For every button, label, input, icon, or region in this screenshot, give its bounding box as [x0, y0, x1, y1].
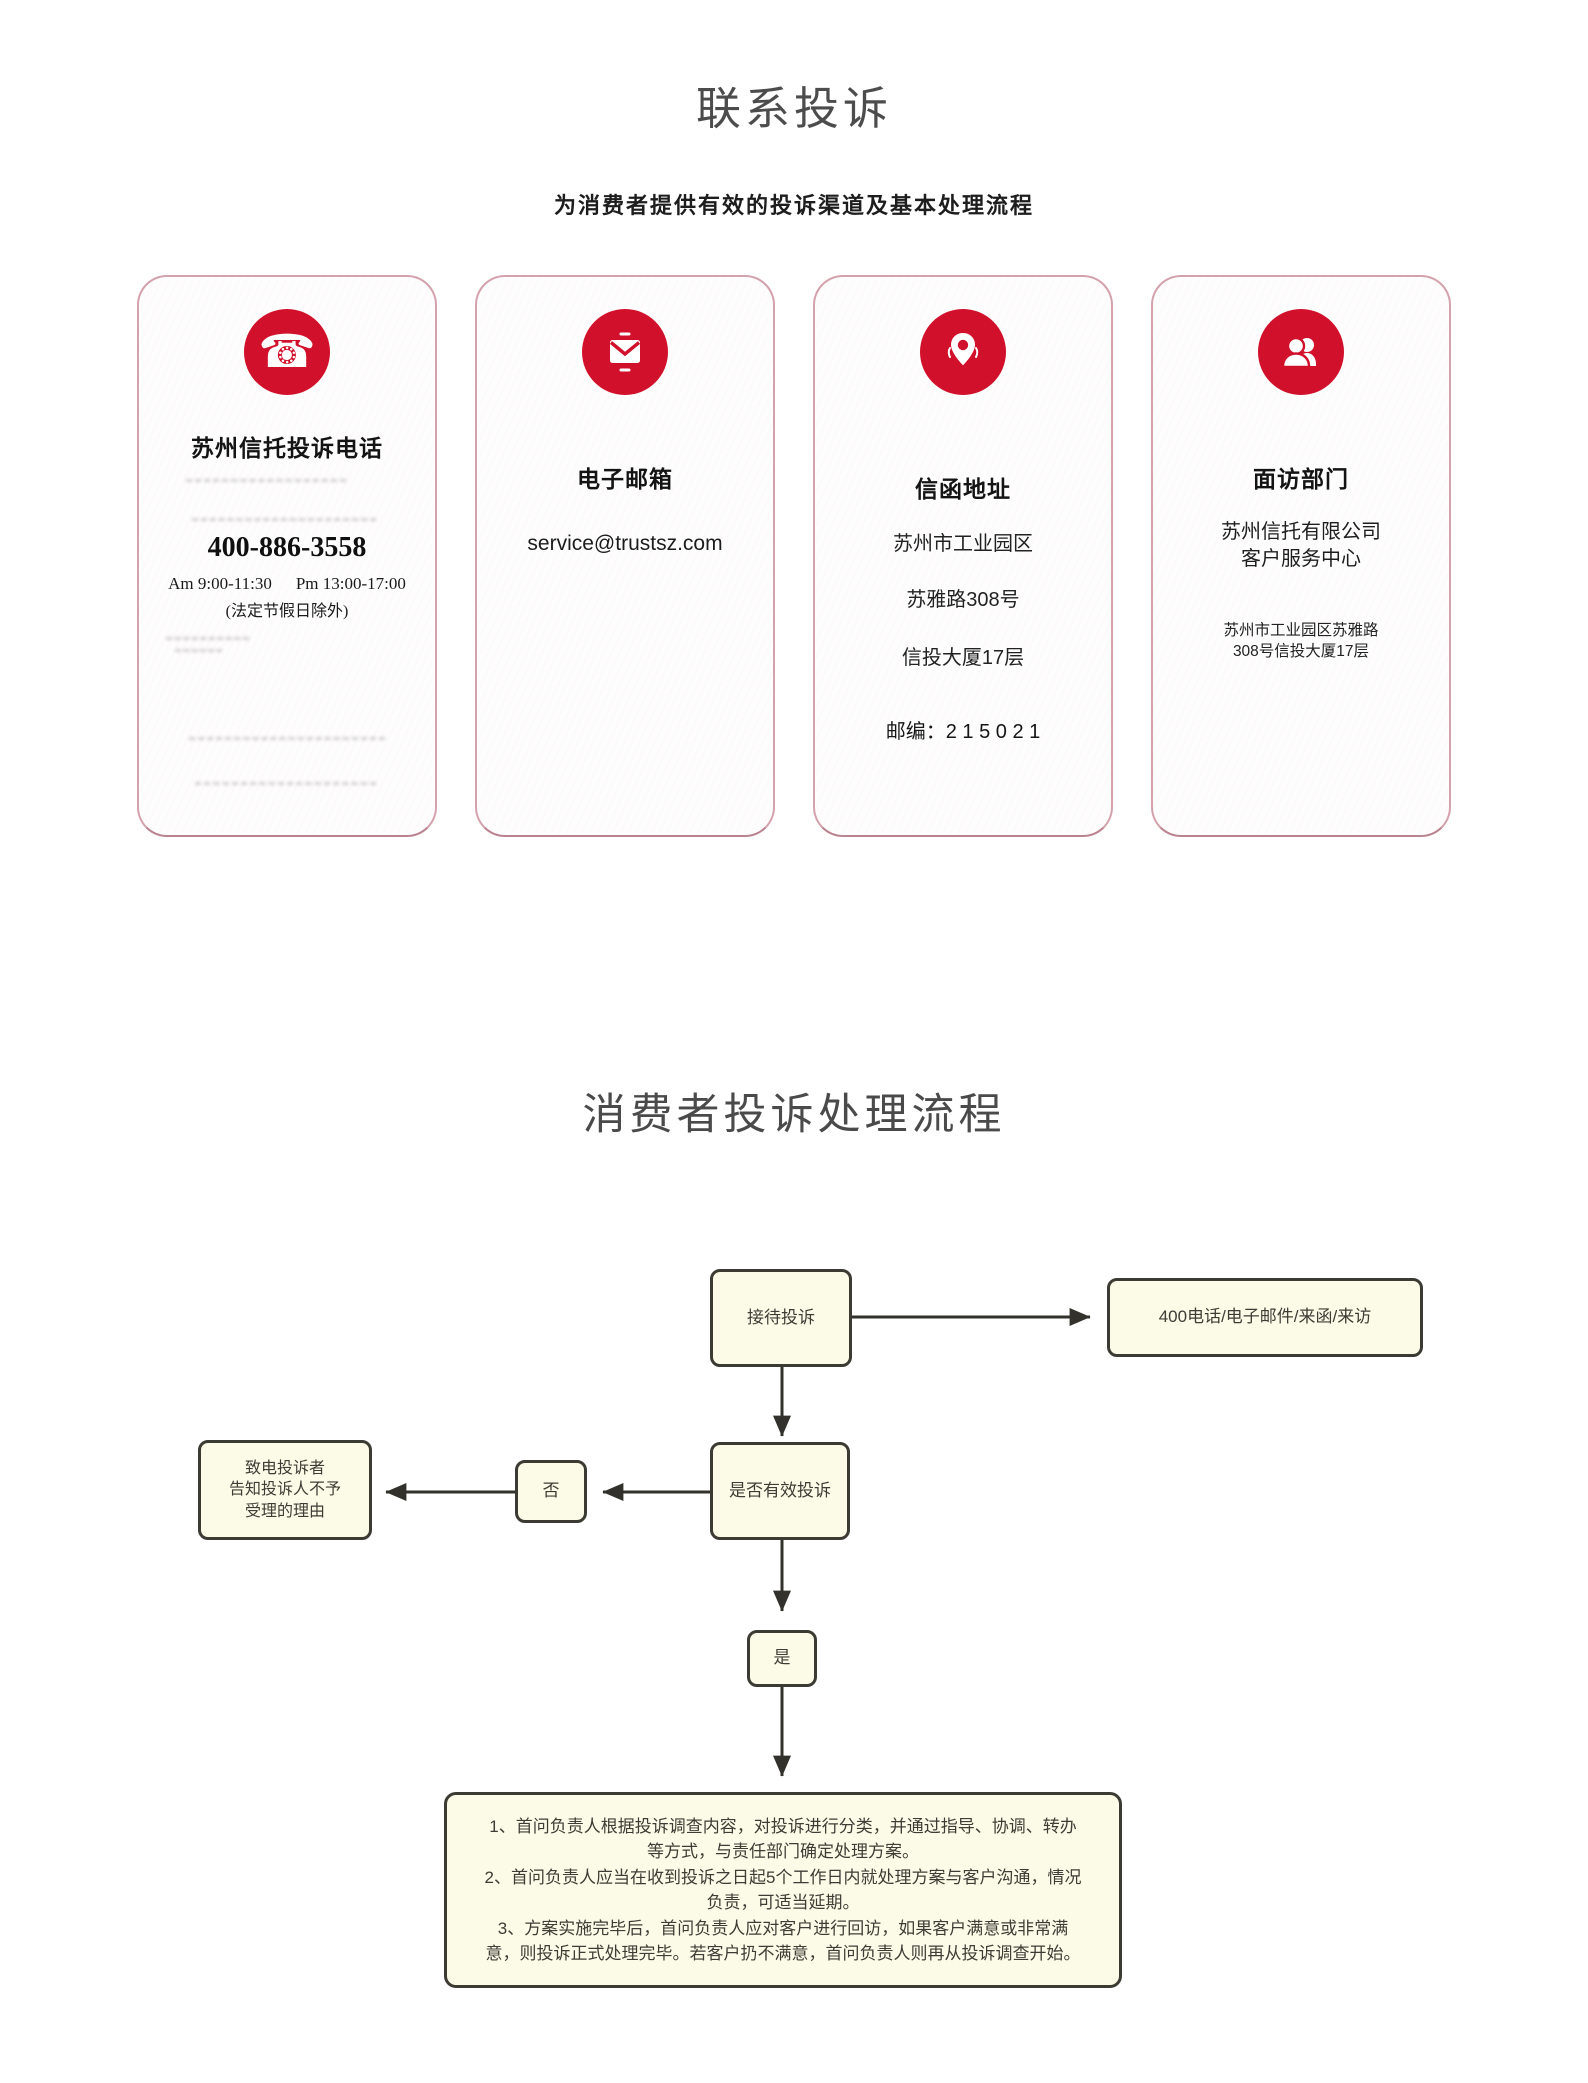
phone-hours: Am 9:00-11:30 Pm 13:00-17:00 [139, 574, 435, 594]
email-card-title: 电子邮箱 [577, 466, 673, 492]
letter-address-title: 信函地址 [915, 476, 1011, 502]
location-pin-svg [947, 333, 979, 366]
phone-note: (法定节假日除外) [225, 603, 349, 620]
contact-cards: ☎ 苏州信托投诉电话 400-886-3558 Am 9:00-11:30 Pm… [137, 275, 1451, 837]
letter-address-card: 信函地址 苏州市工业园区 苏雅路308号 信投大厦17层 邮编：2 1 5 0 … [813, 275, 1113, 837]
page-title: 联系投诉 [695, 84, 892, 134]
address-line-2: 苏雅路308号 [906, 589, 1020, 611]
ghost-text-line [186, 479, 347, 482]
ghost-text-line [189, 737, 385, 740]
phone-glyph: ☎ [258, 323, 316, 378]
phone-number: 400-886-3558 [207, 532, 367, 563]
visit-card: 面访部门 苏州信托有限公司 客户服务中心 苏州市工业园区苏雅路 308号信投大厦… [1151, 275, 1451, 837]
phone-icon: ☎ [244, 309, 330, 395]
address-line-3: 信投大厦17层 [901, 647, 1025, 669]
people-icon-svg [1281, 336, 1316, 369]
visit-org: 苏州信托有限公司 客户服务中心 [1221, 521, 1381, 570]
email-card: 电子邮箱 service@trustsz.com [475, 275, 775, 837]
flow-node-no: 否 [515, 1460, 587, 1523]
page-subtitle: 为消费者提供有效的投诉渠道及基本处理流程 [553, 193, 1034, 218]
flow-node-receive: 接待投诉 [710, 1269, 852, 1367]
ghost-text-line [165, 637, 249, 640]
ghost-text-line [174, 649, 222, 652]
phone-hours-am: Am 9:00-11:30 [168, 574, 272, 593]
flow-node-handle: 1、首问负责人根据投诉调查内容，对投诉进行分类，并通过指导、协调、转办 等方式，… [444, 1792, 1122, 1988]
ghost-text-line [192, 518, 376, 521]
people-icon [1258, 309, 1344, 395]
phone-hours-pm: Pm 13:00-17:00 [295, 574, 406, 593]
postcode: 邮编：2 1 5 0 2 1 [885, 721, 1041, 743]
mail-icon-svg [609, 332, 641, 372]
flow-node-reject: 致电投诉者 告知投诉人不予 受理的理由 [198, 1440, 372, 1540]
phone-card-title: 苏州信托投诉电话 [191, 435, 383, 461]
flow-node-yes: 是 [747, 1630, 817, 1687]
mail-icon [582, 309, 668, 395]
phone-card: ☎ 苏州信托投诉电话 400-886-3558 Am 9:00-11:30 Pm… [137, 275, 437, 837]
flow-node-valid-check: 是否有效投诉 [710, 1442, 850, 1540]
visit-card-title: 面访部门 [1253, 466, 1349, 492]
visit-address: 苏州市工业园区苏雅路 308号信投大厦17层 [1223, 622, 1379, 660]
flow-title: 消费者投诉处理流程 [582, 1092, 1006, 1139]
ghost-text-line [195, 782, 376, 785]
location-pin-icon [920, 309, 1006, 395]
flow-node-channels: 400电话/电子邮件/来函/来访 [1107, 1278, 1423, 1357]
email-address: service@trustsz.com [527, 532, 723, 555]
address-line-1: 苏州市工业园区 [893, 533, 1033, 555]
